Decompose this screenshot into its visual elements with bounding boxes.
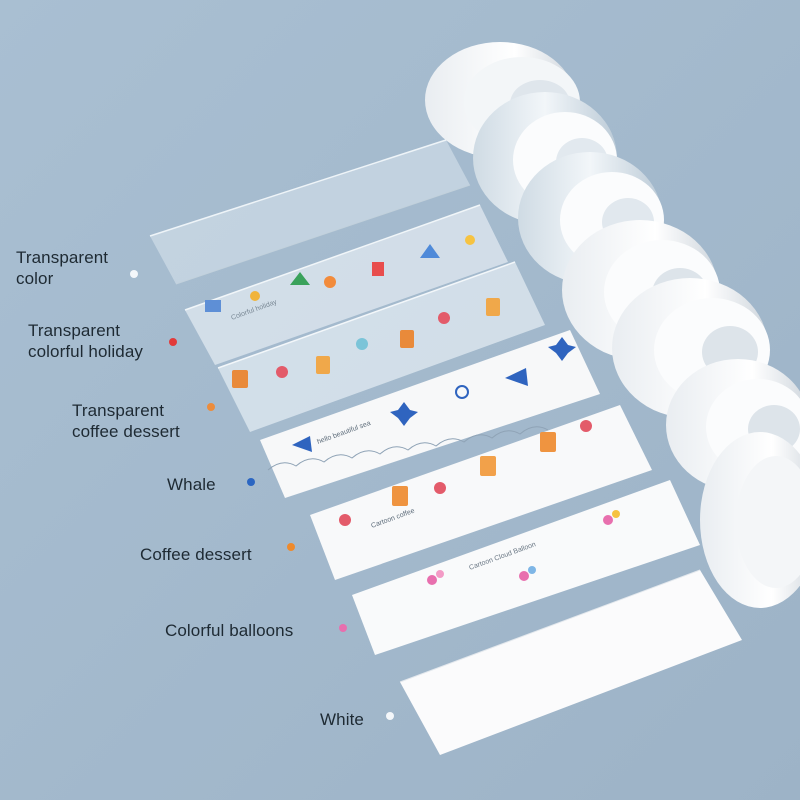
color-dot [339, 624, 347, 632]
label-text-line: White [320, 710, 364, 729]
color-dot [247, 478, 255, 486]
label-transparent-holiday: Transparent colorful holiday [28, 320, 143, 362]
label-text-line: Colorful balloons [165, 621, 294, 640]
holiday-motifs [205, 235, 475, 312]
label-colorful-balloons: Colorful balloons [165, 620, 293, 641]
label-text-line: Transparent [16, 248, 109, 267]
color-dot [287, 543, 295, 551]
color-dot [207, 403, 215, 411]
balloon-motifs [427, 510, 620, 585]
label-text-line: Whale [167, 475, 216, 494]
label-coffee-dessert: Coffee dessert [140, 544, 252, 565]
label-whale: Whale [167, 474, 216, 495]
tape-roll-white [399, 432, 800, 755]
coffee-motifs [339, 420, 592, 526]
label-text-line: Transparent [28, 321, 121, 340]
color-dot [130, 270, 138, 278]
label-transparent: Transparent color [16, 247, 108, 289]
label-transparent-coffee: Transparent coffee dessert [72, 400, 180, 442]
label-text-line: Coffee dessert [140, 545, 252, 564]
label-white: White [320, 709, 364, 730]
label-text-line: colorful holiday [28, 342, 143, 361]
clear-coffee-motifs [232, 298, 500, 388]
color-dot [169, 338, 177, 346]
label-text-line: color [16, 269, 54, 288]
label-text-line: Transparent [72, 401, 165, 420]
color-dot [386, 712, 394, 720]
label-text-line: coffee dessert [72, 422, 180, 441]
whale-motifs [292, 337, 576, 452]
